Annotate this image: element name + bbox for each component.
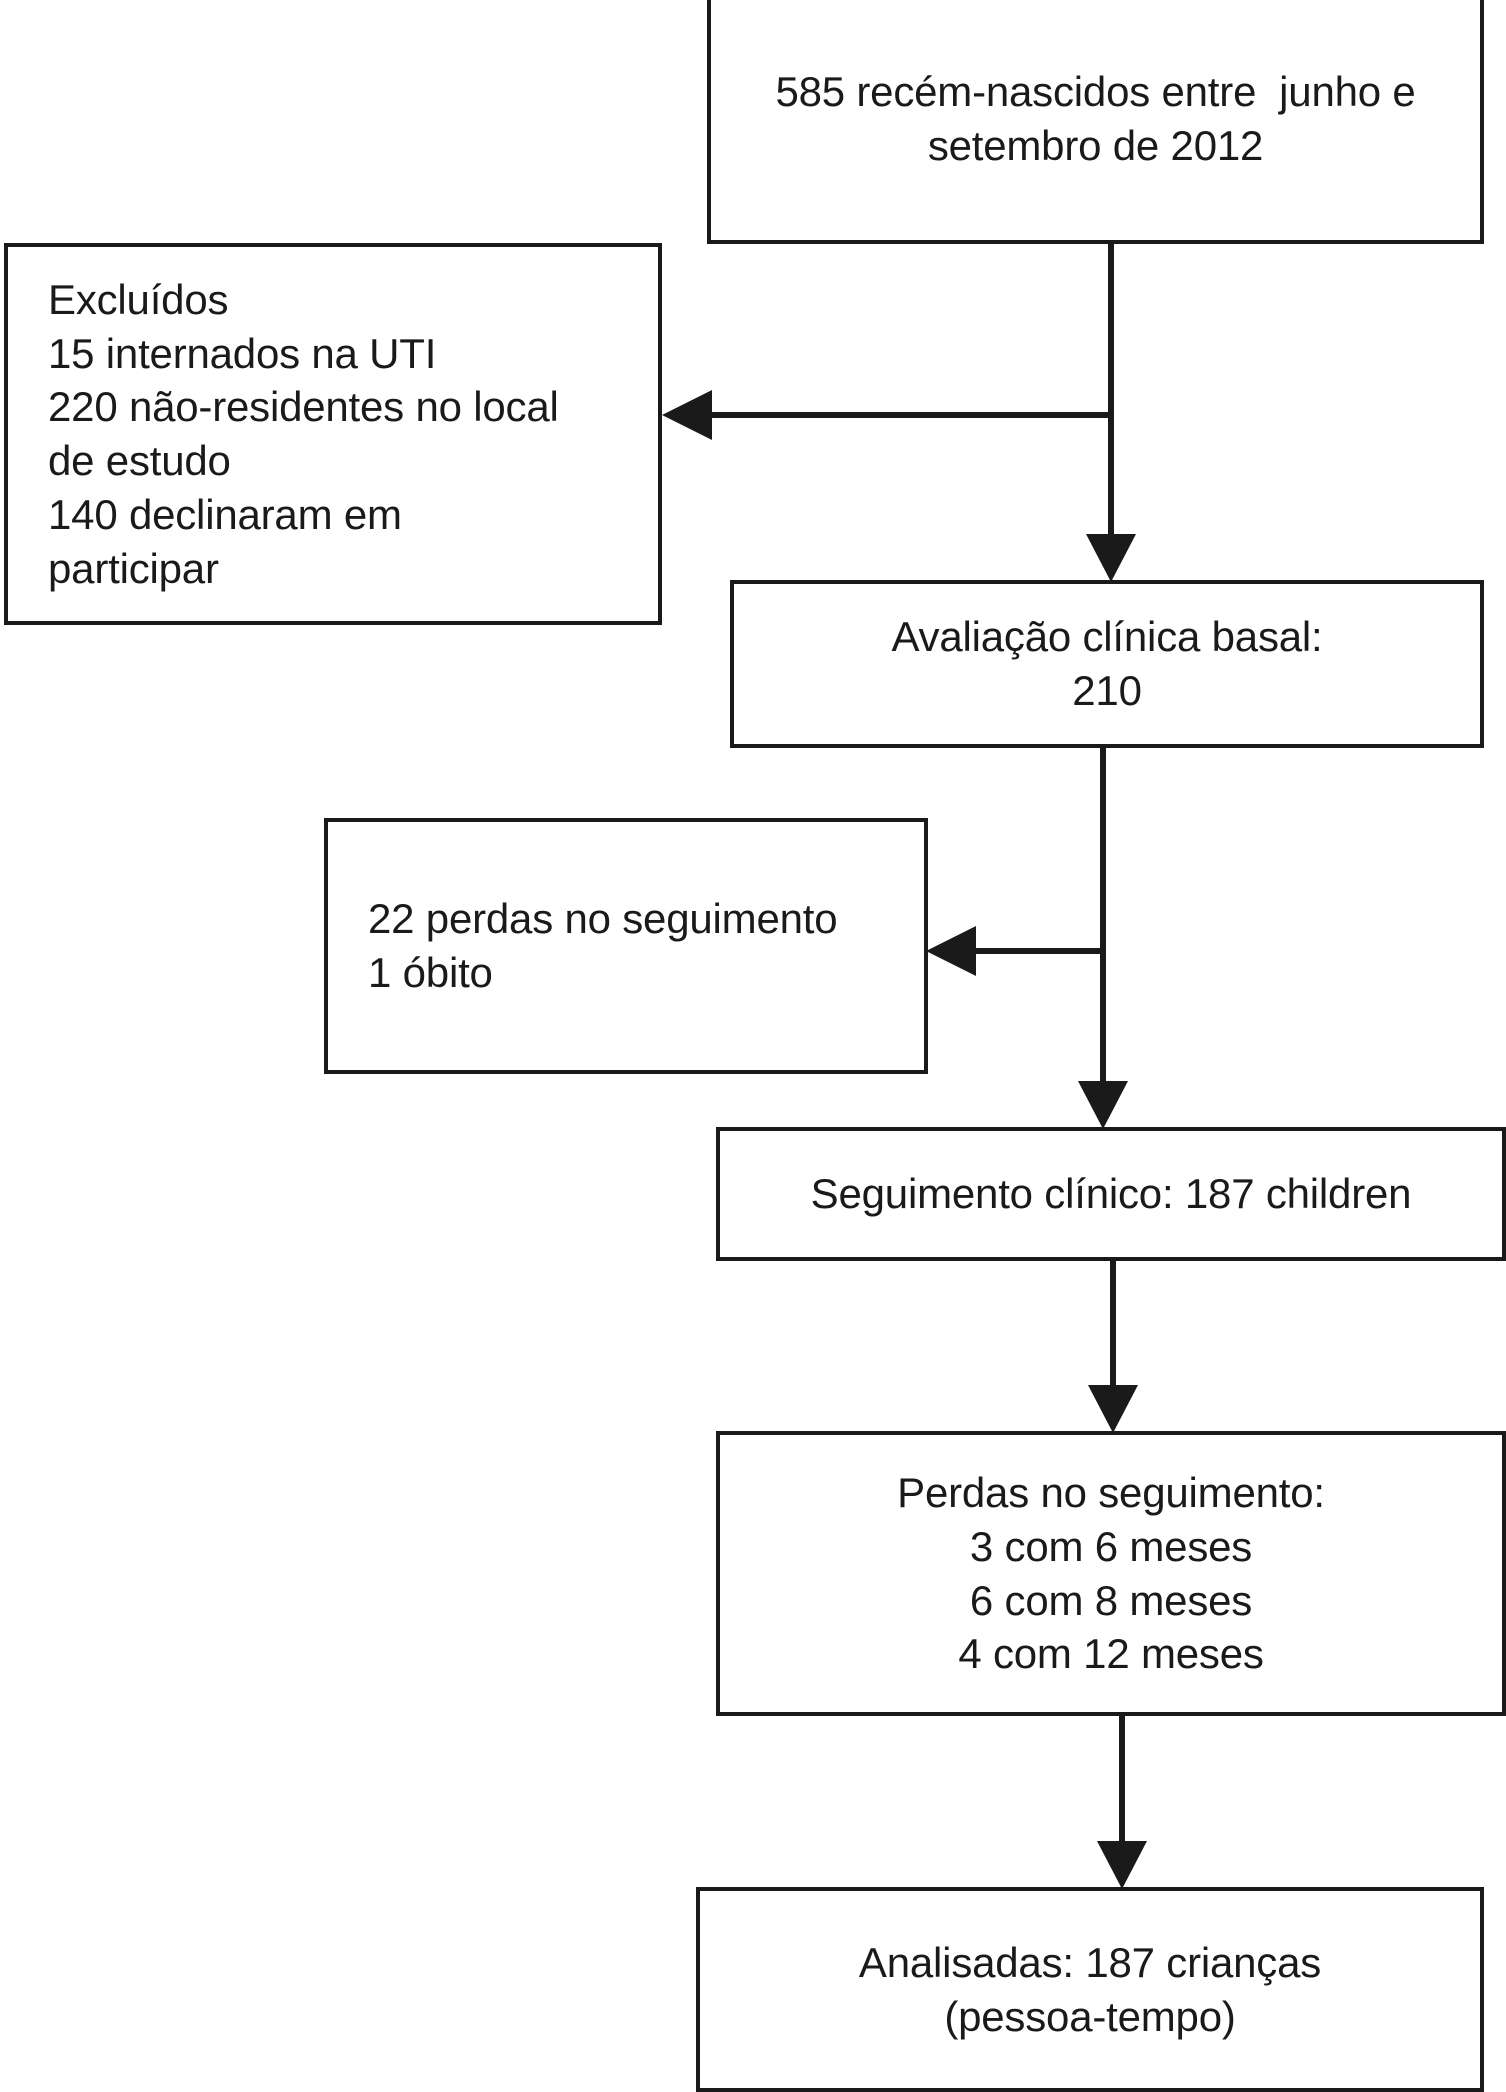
node-excluded-line-5: 140 declinaram em [48, 490, 402, 538]
node-excluded-line-1: Excluídos [48, 275, 229, 323]
node-baseline-line-1: Avaliação clínica basal: [891, 613, 1323, 661]
node-excluded-line-3: 220 não-residentes no local [48, 383, 559, 431]
arrowhead-into-baseline [1086, 534, 1136, 582]
node-excluded-line-6: participar [48, 544, 219, 592]
node-excluded-line-2: 15 internados na UTI [48, 329, 437, 377]
arrowhead-into-analyzed [1097, 1841, 1147, 1889]
node-analyzed: Analisadas: 187 crianças (pessoa-tempo) [696, 1887, 1484, 2092]
arrowhead-into-losses-early [926, 926, 976, 976]
node-losses-late: Perdas no seguimento: 3 com 6 meses 6 co… [716, 1431, 1506, 1716]
node-baseline: Avaliação clínica basal: 210 [730, 580, 1484, 748]
node-losses-early-line-1: 22 perdas no seguimento [368, 895, 838, 943]
node-analyzed-line-1: Analisadas: 187 crianças [858, 1938, 1322, 1986]
node-losses-late-line-1: Perdas no seguimento: [897, 1469, 1325, 1516]
node-excluded-line-4: de estudo [48, 437, 231, 484]
arrowhead-into-followup [1078, 1081, 1128, 1129]
node-losses-early-line-2: 1 óbito [368, 949, 493, 996]
arrowhead-into-excluded [662, 390, 712, 440]
node-losses-early: 22 perdas no seguimento 1 óbito [324, 818, 928, 1074]
node-followup: Seguimento clínico: 187 children [716, 1127, 1506, 1261]
node-births-line-2: setembro de 2012 [927, 122, 1264, 169]
node-losses-late-line-2: 3 com 6 meses [969, 1522, 1253, 1570]
node-births: 585 recém-nascidos entre junho e setembr… [707, 0, 1484, 244]
node-followup-line-1: Seguimento clínico: 187 children [810, 1170, 1412, 1218]
node-excluded: Excluídos 15 internados na UTI 220 não-r… [4, 243, 662, 625]
node-analyzed-line-2: (pessoa-tempo) [944, 1992, 1236, 2040]
node-births-line-1: 585 recém-nascidos entre junho e [775, 68, 1416, 116]
node-losses-late-line-3: 6 com 8 meses [969, 1576, 1253, 1624]
node-baseline-line-2: 210 [1072, 667, 1142, 714]
arrowhead-into-losses-late [1088, 1385, 1138, 1433]
node-losses-late-line-4: 4 com 12 meses [958, 1630, 1264, 1678]
